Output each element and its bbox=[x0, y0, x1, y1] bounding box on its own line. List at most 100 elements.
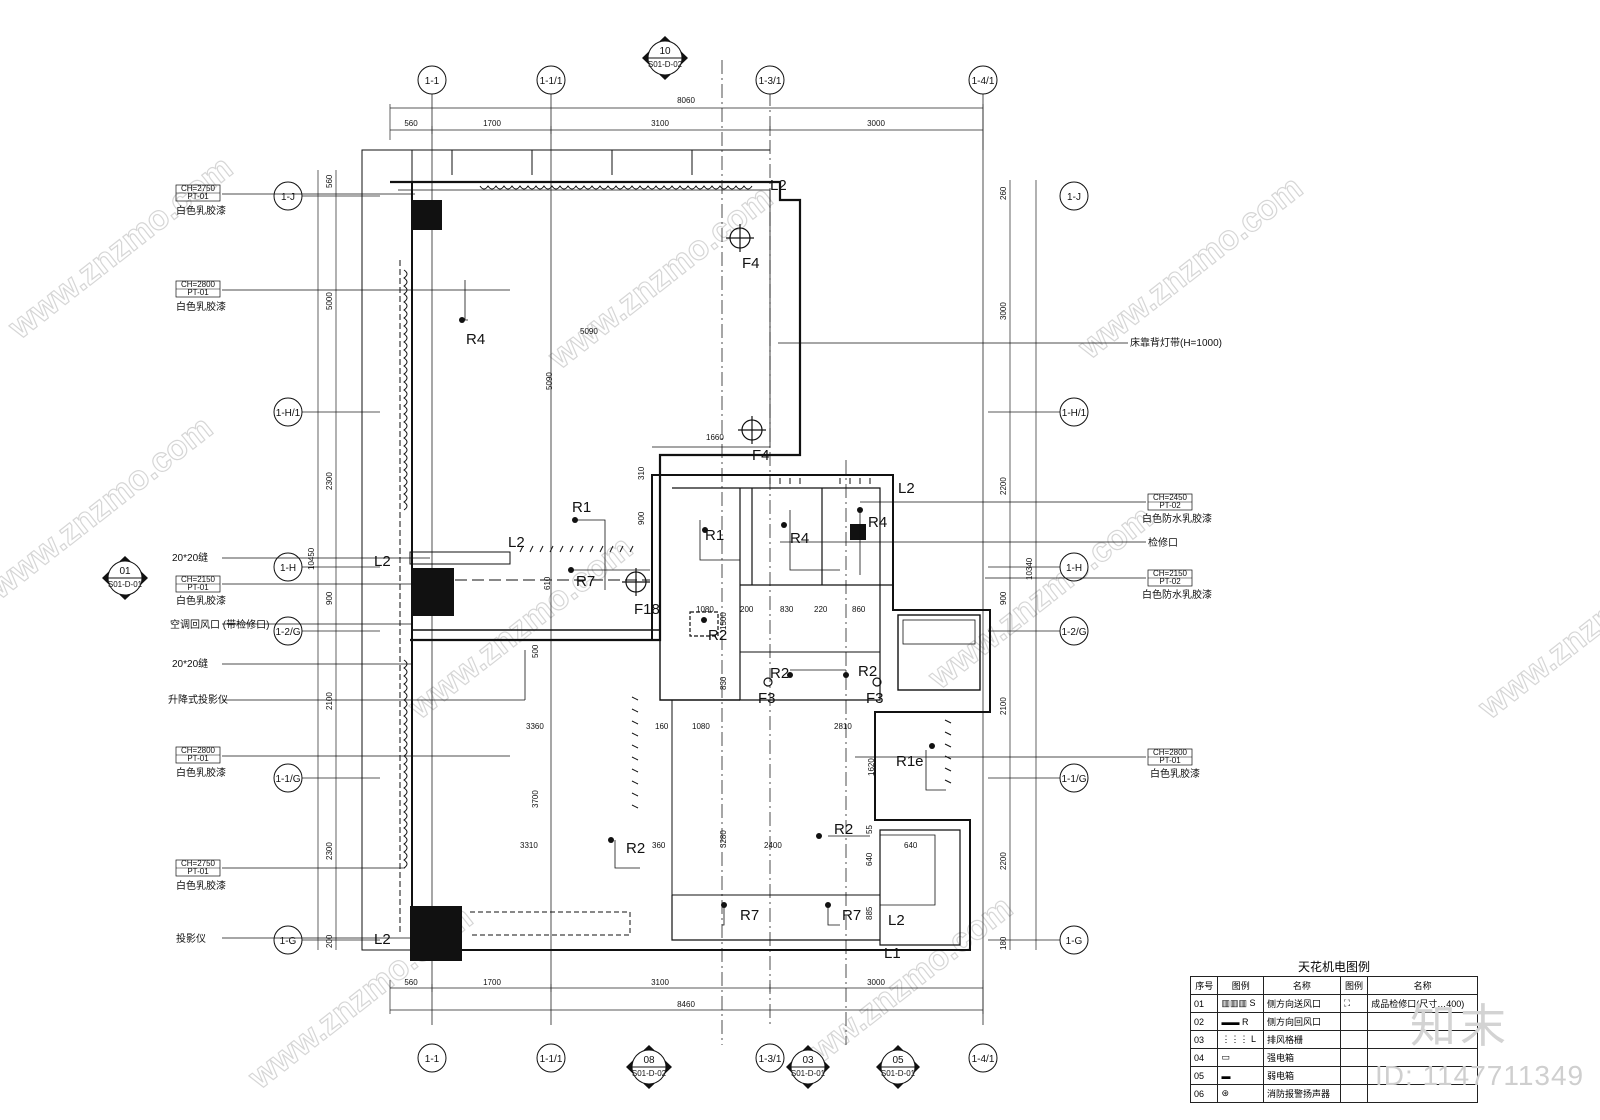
note-white-latex-3: 白色乳胶漆 bbox=[176, 594, 226, 607]
legend-row: 06 ⊛ 消防报警扬声器 bbox=[1189, 1084, 1478, 1103]
tag-r7-b: R7 bbox=[740, 907, 759, 924]
axis-lines bbox=[300, 60, 1060, 1045]
legend-header-no: 序号 bbox=[1189, 976, 1219, 995]
tag-r7-a: R7 bbox=[576, 573, 595, 590]
svg-text:S01-D-01: S01-D-01 bbox=[108, 580, 143, 589]
dim-left-3: 2300 bbox=[325, 472, 334, 490]
svg-text:1080: 1080 bbox=[692, 722, 710, 731]
legend: 天花机电图例 序号 图例 名称 图例 名称 01 ▥▥▥ S 侧方向送风口 ⛶ … bbox=[1189, 958, 1478, 1113]
svg-text:S01-D-01: S01-D-01 bbox=[881, 1069, 916, 1078]
grid-label-left-2: 1-H/1 bbox=[276, 408, 301, 419]
legend-no: 03 bbox=[1189, 1030, 1219, 1049]
svg-text:CH=2800: CH=2800 bbox=[1153, 748, 1188, 757]
walls bbox=[361, 149, 991, 951]
power-box-icon: ▭ bbox=[1217, 1048, 1264, 1067]
grid-label-right-3: 1-H bbox=[1066, 563, 1082, 574]
note-return-air: 空调回风口 (带检修口) bbox=[170, 618, 269, 631]
tag-r4-left: R4 bbox=[466, 331, 485, 348]
svg-text:900: 900 bbox=[637, 511, 646, 525]
svg-text:CH=2800: CH=2800 bbox=[181, 280, 216, 289]
svg-text:PT-01: PT-01 bbox=[187, 867, 209, 876]
dim-bottom-1: 560 bbox=[404, 978, 418, 987]
section-marker-01: 01 S01-D-01 bbox=[102, 556, 148, 600]
dim-right-7: 180 bbox=[999, 936, 1008, 950]
svg-text:3310: 3310 bbox=[520, 841, 538, 850]
dim-left-total: 10450 bbox=[307, 547, 316, 570]
tag-f4-upper: F4 bbox=[742, 255, 760, 272]
svg-text:CH=2800: CH=2800 bbox=[181, 746, 216, 755]
svg-text:860: 860 bbox=[852, 605, 866, 614]
tag-r4-b: R4 bbox=[790, 530, 809, 547]
fixture-leader-lines bbox=[462, 280, 946, 926]
grid-label-top-2: 1-1/1 bbox=[540, 76, 563, 87]
legend-row: 05 ▬ 弱电箱 bbox=[1189, 1066, 1478, 1085]
supply-diffuser-icon: ▥▥▥ S bbox=[1217, 994, 1264, 1013]
dim-left-5: 2100 bbox=[325, 692, 334, 710]
grid-label-bottom-1: 1-1 bbox=[425, 1054, 440, 1065]
low-voltage-box-icon: ▬ bbox=[1217, 1066, 1264, 1085]
legend-no: 02 bbox=[1189, 1012, 1219, 1031]
grid-label-top-3: 1-3/1 bbox=[759, 76, 782, 87]
svg-text:S01-D-02: S01-D-02 bbox=[648, 60, 683, 69]
svg-text:CH=2750: CH=2750 bbox=[181, 859, 216, 868]
tag-l2-bath: L2 bbox=[898, 480, 915, 497]
legend-row: 04 ▭ 强电箱 bbox=[1189, 1048, 1478, 1067]
right-note-leaders bbox=[778, 342, 1146, 758]
svg-text:310: 310 bbox=[637, 466, 646, 480]
speaker-icon: ⊛ bbox=[1217, 1084, 1264, 1103]
dim-left-1: 560 bbox=[325, 174, 334, 188]
grid-bubbles-right bbox=[1059, 181, 1089, 955]
svg-text:2400: 2400 bbox=[764, 841, 782, 850]
note-white-latex-6: 白色乳胶漆 bbox=[1150, 767, 1200, 780]
note-white-latex-2: 白色乳胶漆 bbox=[176, 300, 226, 313]
tag-r2-d: R2 bbox=[626, 840, 645, 857]
dim-right-4: 900 bbox=[999, 591, 1008, 605]
svg-text:220: 220 bbox=[814, 605, 828, 614]
svg-text:S01-D-02: S01-D-02 bbox=[632, 1069, 667, 1078]
tag-l2-top: L2 bbox=[770, 177, 787, 194]
note-projector: 投影仪 bbox=[176, 932, 206, 945]
grid-bubbles-top bbox=[417, 65, 998, 95]
grid-label-left-5: 1-1/G bbox=[275, 774, 300, 785]
svg-text:360: 360 bbox=[652, 841, 666, 850]
ceiling-fixtures bbox=[622, 224, 882, 687]
brand-logo: 知末 bbox=[1410, 999, 1510, 1053]
legend-header-sym: 图例 bbox=[1217, 976, 1264, 995]
note-access-panel: 检修口 bbox=[1148, 536, 1178, 549]
svg-text:3280: 3280 bbox=[719, 830, 728, 848]
note-white-latex-5: 白色乳胶漆 bbox=[176, 879, 226, 892]
grid-label-bottom-3: 1-3/1 bbox=[759, 1054, 782, 1065]
left-note-leaders bbox=[222, 193, 526, 939]
grid-label-left-6: 1-G bbox=[280, 936, 297, 947]
svg-text:S01-D-01: S01-D-01 bbox=[791, 1069, 826, 1078]
svg-text:www.znzmo.com: www.znzmo.com bbox=[1, 148, 240, 346]
tag-r1e: R1e bbox=[896, 753, 924, 770]
grid-label-top-4: 1-4/1 bbox=[972, 76, 995, 87]
dimension-lines bbox=[317, 104, 1037, 1014]
svg-text:10: 10 bbox=[659, 46, 671, 57]
note-gap-2: 20*20缝 bbox=[172, 657, 208, 670]
dim-top-1: 560 bbox=[404, 119, 418, 128]
svg-text:1620: 1620 bbox=[867, 758, 876, 776]
dim-right-3: 2200 bbox=[999, 477, 1008, 495]
image-id-stamp: ID: 1147711349 bbox=[1375, 1060, 1585, 1091]
section-marker-08: 08 S01-D-02 bbox=[626, 1045, 672, 1089]
note-lift-projector: 升降式投影仪 bbox=[168, 693, 228, 706]
tag-r4-c: R4 bbox=[868, 514, 887, 531]
grid-bubbles-bottom bbox=[417, 1043, 998, 1073]
dim-bottom-total: 8460 bbox=[677, 1000, 695, 1009]
legend-title: 天花机电图例 bbox=[1297, 960, 1370, 974]
dim-right-5: 2100 bbox=[999, 697, 1008, 715]
tag-r2-e: R2 bbox=[834, 821, 853, 838]
svg-text:PT-02: PT-02 bbox=[1159, 501, 1181, 510]
legend-header-sym2: 图例 bbox=[1339, 976, 1369, 995]
dim-top-2: 1700 bbox=[483, 119, 501, 128]
svg-text:CH=2150: CH=2150 bbox=[1153, 569, 1188, 578]
linear-diffuser bbox=[399, 185, 753, 935]
svg-text:5090: 5090 bbox=[580, 327, 598, 336]
svg-text:5090: 5090 bbox=[545, 372, 554, 390]
tag-l2-bottom-left: L2 bbox=[374, 931, 391, 948]
tag-f3-a: F3 bbox=[758, 690, 776, 707]
svg-text:CH=2750: CH=2750 bbox=[181, 184, 216, 193]
